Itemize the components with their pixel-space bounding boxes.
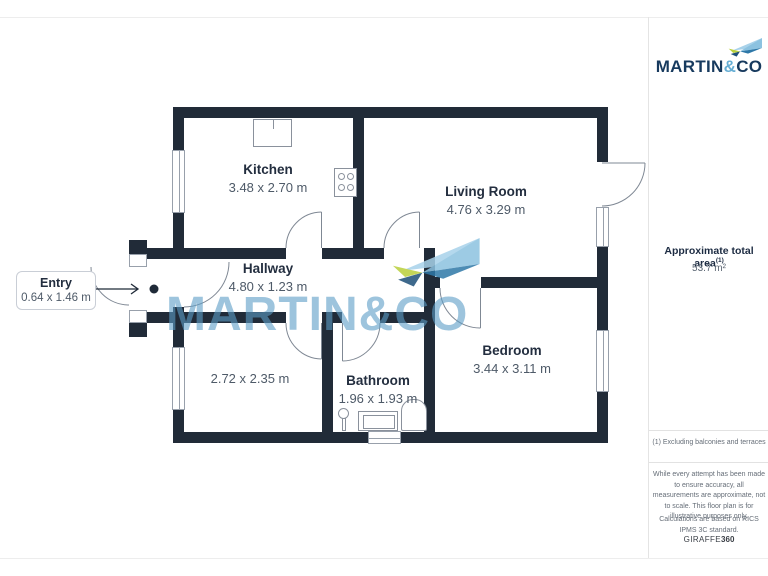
window-kitchen	[172, 150, 185, 213]
martin-co-watermark: MARTIN&CO	[166, 288, 469, 341]
bathtub-fixture	[401, 399, 427, 431]
area-footnote: (1) Excluding balconies and terraces	[652, 439, 766, 446]
doorway-bathroom	[342, 312, 380, 323]
sidebar: MARTIN&CO Approximate total area(1) 53.7…	[648, 17, 768, 558]
page-bottom-divider	[0, 558, 768, 559]
window-living-room	[596, 207, 609, 247]
page-top-divider	[0, 17, 768, 18]
sink-fixture	[253, 119, 292, 147]
wall-bathroom-left	[322, 323, 333, 432]
door-arc-porch	[90, 266, 130, 306]
entry-label-box: Entry 0.64 x 1.46 m	[16, 271, 96, 310]
window-bedroom	[596, 330, 609, 392]
wall-outer-right	[597, 107, 608, 443]
disclaimer-standard: Calculations are based on RICS IPMS 3C s…	[659, 516, 759, 534]
bird-logo-icon	[728, 38, 762, 57]
porch-wall-top	[147, 248, 173, 259]
entry-direction-arrow	[96, 283, 159, 295]
wall-kitchen-living-divider	[353, 118, 364, 248]
stove-fixture	[334, 168, 357, 197]
sidebar-divider-2	[649, 462, 768, 463]
wall-kitchen-bottom	[184, 248, 384, 259]
door-arc-living-exterior	[601, 162, 646, 207]
agency-logo: MARTIN&CO	[655, 57, 763, 76]
room-label-hallway: Hallway 4.80 x 1.23 m	[228, 261, 308, 294]
sidebar-divider-1	[649, 430, 768, 431]
room-label-kitchen: Kitchen 3.48 x 2.70 m	[228, 162, 308, 195]
doorway-front	[173, 259, 184, 307]
window-bathroom	[368, 431, 401, 444]
wall-bedroom-left	[424, 248, 435, 443]
room-label-second-room: 2.72 x 2.35 m	[210, 371, 290, 386]
total-area-label: Approximate total area(1)	[664, 245, 754, 270]
window-second-room	[172, 347, 185, 410]
porch-window-bottom	[129, 310, 147, 323]
door-arc-kitchen	[285, 211, 322, 249]
provider-logo: GIRAFFE360	[683, 535, 735, 544]
vanity-fixture	[358, 411, 398, 431]
porch-wall-bottom	[147, 312, 173, 323]
bird-watermark-icon	[392, 238, 480, 287]
disclaimer-measurements: While every attempt has been made to ens…	[652, 471, 766, 520]
porch-pillar-bottom	[129, 323, 147, 337]
doorway-bedroom	[440, 277, 481, 288]
wall-outer-top	[173, 107, 608, 118]
wall-bedroom-top	[424, 277, 597, 288]
doorway-kitchen	[286, 248, 322, 259]
doorway-living-exterior	[597, 162, 608, 207]
room-label-bathroom: Bathroom 1.96 x 1.93 m	[338, 373, 418, 406]
porch-window-top	[129, 254, 147, 267]
room-label-living-room: Living Room 4.76 x 3.29 m	[445, 184, 527, 217]
porch-pillar-top	[129, 240, 147, 254]
total-area-value: 53.7 m²	[692, 263, 726, 274]
room-label-bedroom: Bedroom 3.44 x 3.11 m	[473, 343, 551, 376]
doorway-second-room	[286, 312, 322, 323]
toilet-stem	[342, 418, 346, 431]
